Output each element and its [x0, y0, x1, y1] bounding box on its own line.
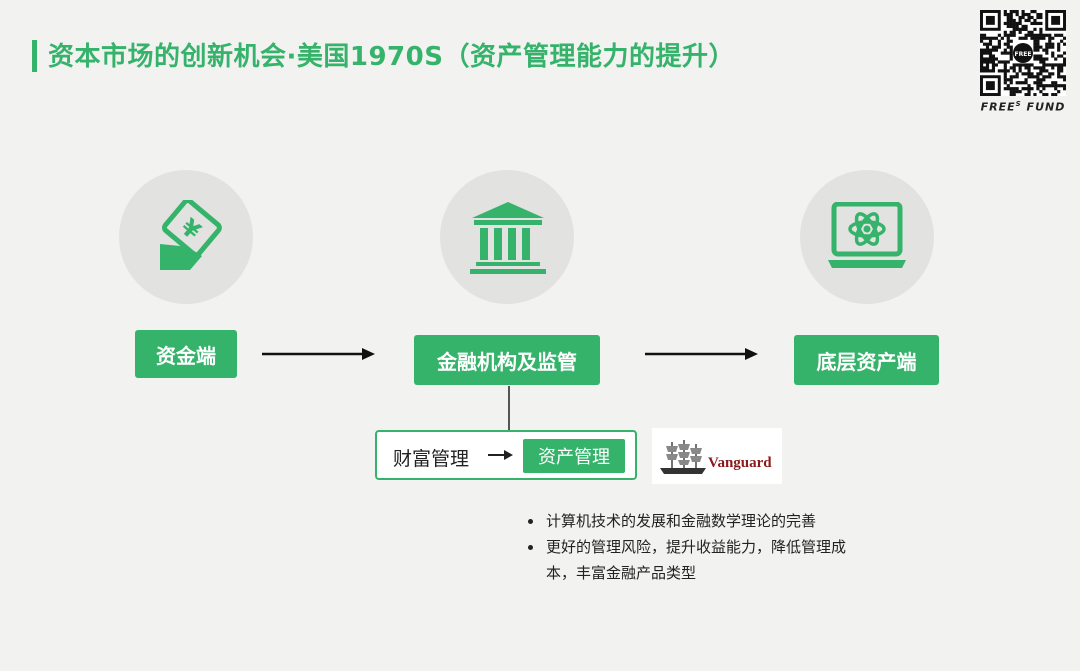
capital-icon-circle: ¥	[119, 170, 253, 304]
brand-name: FREES FUND	[978, 100, 1068, 114]
money-hand-icon: ¥	[160, 200, 222, 270]
list-item: 计算机技术的发展和金融数学理论的完善	[526, 508, 871, 534]
bullet-dot	[528, 545, 533, 550]
brand-name-right: FUND	[1021, 100, 1066, 114]
asset-icon-circle	[800, 170, 934, 304]
asset-management-node: 资产管理	[523, 439, 625, 473]
wealth-to-asset-box: 财富管理 资产管理	[375, 430, 637, 480]
arrow-right-icon	[488, 450, 513, 460]
bullet-text: 更好的管理风险，提升收益能力，降低管理成本，丰富金融产品类型	[546, 538, 847, 582]
bullet-text: 计算机技术的发展和金融数学理论的完善	[546, 512, 817, 530]
institutions-node: 金融机构及监管	[414, 335, 600, 385]
bullet-list: 计算机技术的发展和金融数学理论的完善 更好的管理风险，提升收益能力，降低管理成本…	[526, 508, 871, 586]
vanguard-logo-text: Vanguard	[708, 455, 772, 471]
brand-name-sup: S	[1015, 100, 1022, 108]
arrow-right-icon	[262, 348, 375, 360]
title-accent-bar	[32, 40, 37, 72]
svg-text:FREE: FREE	[1015, 51, 1032, 58]
wealth-management-label: 财富管理	[393, 448, 470, 470]
page-title: 资本市场的创新机会·美国1970S（资产管理能力的提升）	[48, 42, 735, 72]
list-item: 更好的管理风险，提升收益能力，降低管理成本，丰富金融产品类型	[526, 534, 871, 586]
capital-side-node: 资金端	[135, 330, 237, 378]
laptop-atom-icon	[828, 202, 906, 268]
institution-icon-circle	[440, 170, 574, 304]
bullet-dot	[528, 519, 533, 524]
ship-icon	[660, 440, 706, 474]
bank-icon	[470, 202, 546, 274]
arrow-right-icon	[645, 348, 758, 360]
vanguard-logo: Vanguard	[652, 428, 782, 484]
asset-side-node: 底层资产端	[794, 335, 939, 385]
qr-code-icon: FREE	[980, 10, 1067, 97]
connector-line	[508, 386, 510, 430]
brand-name-left: FREE	[980, 100, 1016, 114]
